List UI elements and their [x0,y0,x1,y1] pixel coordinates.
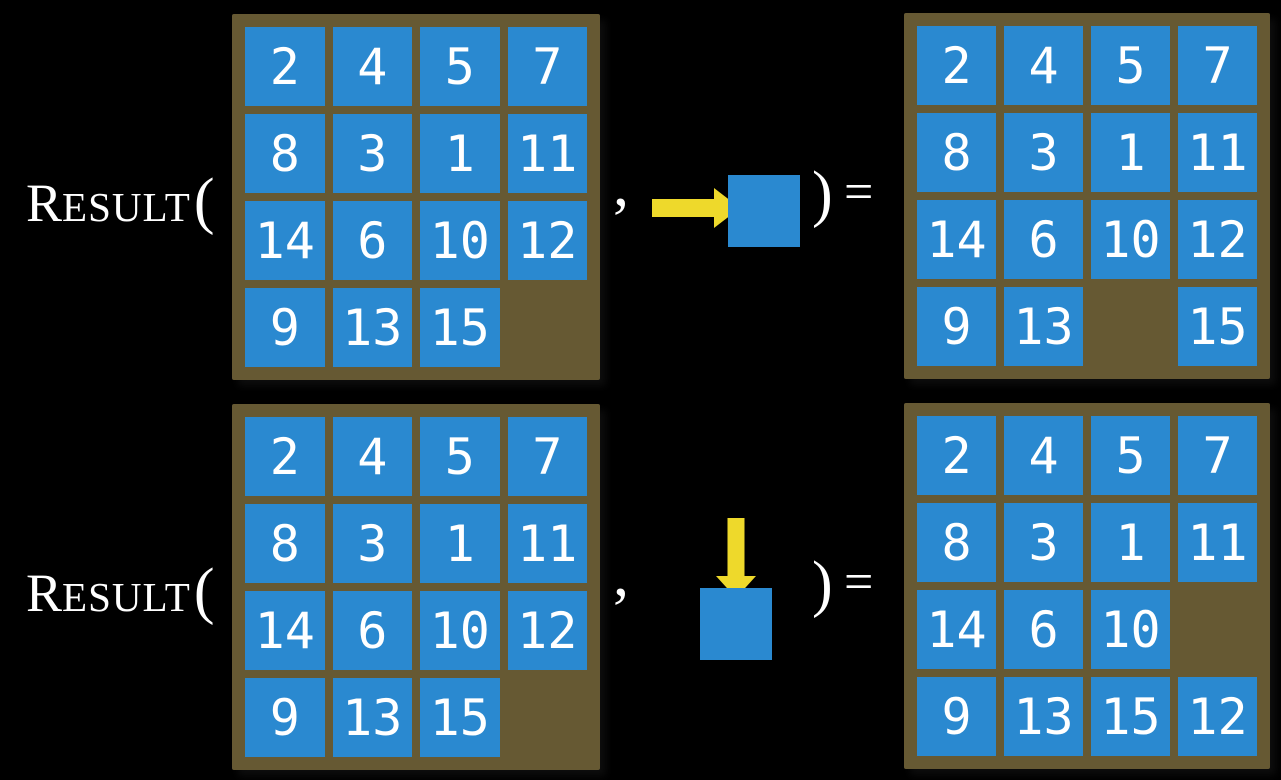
result-function-label: R ESULT ( [26,166,215,236]
puzzle-tile-15: 15 [1091,677,1170,756]
function-name-initial: R [26,173,63,233]
result-function-label: R ESULT ( [26,556,215,626]
open-paren: ( [193,166,215,236]
puzzle-tile-11: 11 [1178,113,1257,192]
arrow-down-icon [716,518,756,598]
puzzle-tile-10: 10 [420,201,500,280]
puzzle-tile-12: 12 [1178,677,1257,756]
arrow-right-icon [652,188,740,228]
puzzle-tile-14: 14 [245,591,325,670]
puzzle-tile-11: 11 [507,114,587,193]
puzzle-tile-3: 3 [1004,113,1083,192]
puzzle-tile-13: 13 [332,288,412,367]
puzzle-tile-3: 3 [1004,503,1083,582]
function-name-rest: ESULT [62,574,191,620]
puzzle-tile-4: 4 [1004,416,1083,495]
close-paren: ) [812,549,833,619]
puzzle-tile-7: 7 [507,27,587,106]
comma-separator: , [613,538,629,609]
puzzle-tile-4: 4 [1004,26,1083,105]
puzzle-tile-5: 5 [1091,26,1170,105]
puzzle-tile-4: 4 [332,417,412,496]
puzzle-tile-14: 14 [917,590,996,669]
puzzle-tile-8: 8 [917,113,996,192]
puzzle-tile-6: 6 [1004,590,1083,669]
puzzle-tile-11: 11 [1178,503,1257,582]
puzzle-tile-10: 10 [1091,200,1170,279]
puzzle-tile-9: 9 [245,288,325,367]
puzzle-tile-15: 15 [1178,287,1257,366]
puzzle-tile-15: 15 [420,678,500,757]
puzzle-tile-9: 9 [917,287,996,366]
puzzle-tile-1: 1 [420,504,500,583]
puzzle-tile-10: 10 [420,591,500,670]
puzzle-tile-5: 5 [1091,416,1170,495]
equals-sign: = [844,554,874,611]
puzzle-tile-3: 3 [332,114,412,193]
comma-separator: , [613,148,629,219]
puzzle-tile-8: 8 [917,503,996,582]
puzzle-tile-2: 2 [245,417,325,496]
puzzle-tile-6: 6 [332,591,412,670]
puzzle-tile-5: 5 [420,417,500,496]
empty-cell [508,678,588,757]
puzzle-tile-15: 15 [420,288,500,367]
puzzle-tile-1: 1 [1091,503,1170,582]
puzzle-tile-14: 14 [917,200,996,279]
puzzle-tile-2: 2 [917,26,996,105]
empty-cell [508,288,588,367]
function-name-initial: R [26,563,63,623]
puzzle-tile-2: 2 [917,416,996,495]
puzzle-tile-7: 7 [507,417,587,496]
puzzle-tile-10: 10 [1091,590,1170,669]
puzzle-tile-12: 12 [507,591,587,670]
puzzle-tile-3: 3 [332,504,412,583]
puzzle-tile-9: 9 [245,678,325,757]
close-paren: ) [812,159,833,229]
open-paren: ( [193,556,215,626]
function-name-rest: ESULT [62,184,191,230]
puzzle-tile-8: 8 [245,114,325,193]
puzzle-tile-5: 5 [420,27,500,106]
equals-sign: = [844,164,874,221]
puzzle-tile-12: 12 [1178,200,1257,279]
puzzle-tile-13: 13 [332,678,412,757]
puzzle-tile-6: 6 [332,201,412,280]
moved-tile-square [700,588,772,660]
puzzle-tile-7: 7 [1178,26,1257,105]
puzzle-tile-2: 2 [245,27,325,106]
puzzle-tile-1: 1 [420,114,500,193]
puzzle-tile-6: 6 [1004,200,1083,279]
puzzle-tile-12: 12 [507,201,587,280]
puzzle-tile-14: 14 [245,201,325,280]
puzzle-tile-1: 1 [1091,113,1170,192]
puzzle-tile-9: 9 [917,677,996,756]
puzzle-tile-13: 13 [1004,677,1083,756]
empty-cell [1178,590,1257,669]
puzzle-tile-8: 8 [245,504,325,583]
puzzle-tile-11: 11 [507,504,587,583]
puzzle-tile-7: 7 [1178,416,1257,495]
puzzle-tile-13: 13 [1004,287,1083,366]
empty-cell [1091,287,1170,366]
moved-tile-square [728,175,800,247]
puzzle-tile-4: 4 [332,27,412,106]
